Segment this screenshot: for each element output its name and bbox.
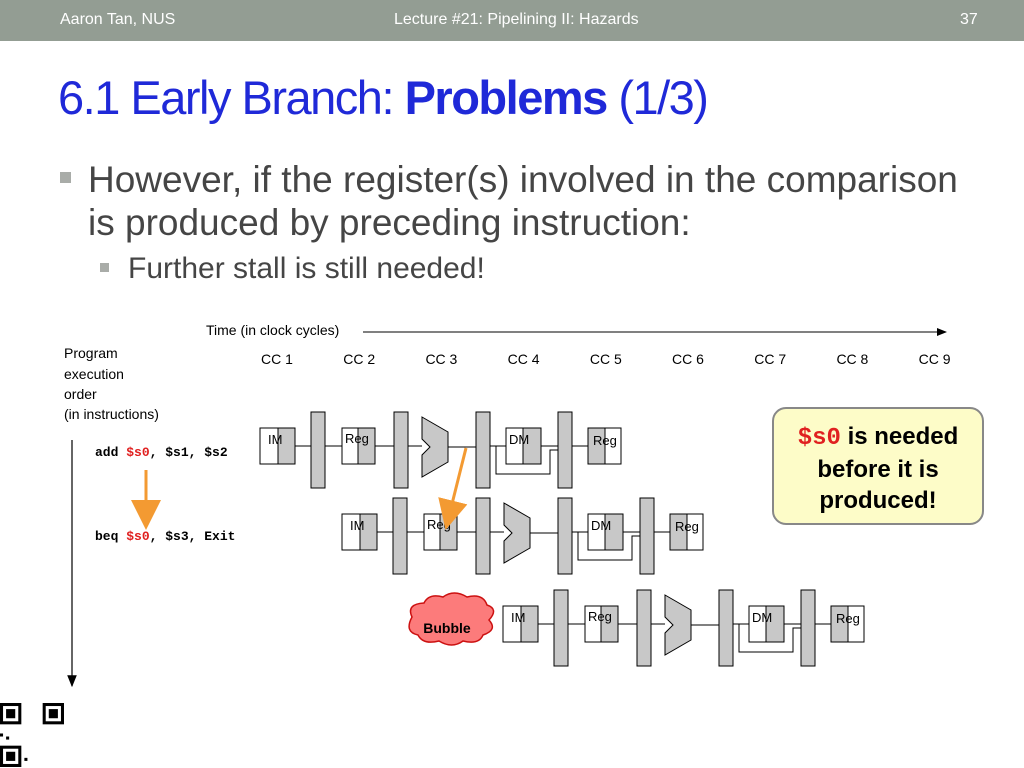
title-prefix: 6.1 Early Branch:	[58, 71, 405, 124]
title-bold: Problems	[404, 71, 609, 124]
slide-title: 6.1 Early Branch: Problems (1/3)	[58, 70, 709, 125]
qr-finder-core	[6, 709, 16, 719]
order-label-line: execution	[64, 366, 124, 382]
dm-label: DM	[752, 610, 772, 625]
callout-note: $s0 is needed before it is produced!	[772, 407, 984, 525]
order-label-line: (in instructions)	[64, 406, 159, 422]
clock-cycle-label: CC 5	[590, 351, 622, 367]
qr-finder-core	[48, 709, 58, 719]
pipeline-register	[639, 497, 655, 575]
reg-label: Reg	[345, 431, 369, 446]
pipeline-register	[557, 497, 573, 575]
reg-write-shade	[587, 427, 606, 465]
clock-cycle-label: CC 6	[672, 351, 704, 367]
pipeline-register	[392, 497, 408, 575]
bubble: Bubble	[408, 592, 495, 646]
bullet-square-icon	[100, 263, 109, 272]
clock-cycle-label: CC 9	[919, 351, 951, 367]
clock-cycle-label: CC 2	[343, 351, 375, 367]
bullet-main-text: However, if the register(s) involved in …	[88, 159, 958, 243]
reg-write-shade	[669, 513, 688, 551]
title-suffix: (1/3)	[606, 71, 709, 124]
bullet-sub-text: Further stall is still needed!	[128, 252, 485, 285]
pipeline-register	[800, 589, 816, 667]
header-page-number: 37	[960, 11, 978, 28]
reg-label: Reg	[588, 609, 612, 624]
pipeline-register	[636, 589, 652, 667]
header-author: Aaron Tan, NUS	[60, 11, 176, 28]
im-label: IM	[268, 432, 282, 447]
pipeline-register	[475, 497, 491, 575]
clock-cycle-label: CC 8	[836, 351, 868, 367]
bypass-wire	[577, 532, 640, 561]
bullet-square-icon	[60, 172, 71, 183]
alu-shape	[421, 416, 449, 478]
qr-module	[6, 736, 10, 740]
reg-label: Reg	[675, 519, 699, 534]
order-label-line: order	[64, 386, 97, 402]
clock-cycle-label: CC 1	[261, 351, 293, 367]
qr-module	[24, 757, 28, 761]
bypass-wire	[738, 624, 801, 653]
order-label: Program execution order (in instructions…	[64, 345, 159, 422]
qr-module	[0, 733, 4, 737]
alu-shape	[503, 502, 531, 564]
bubble-label: Bubble	[423, 620, 471, 636]
bullet-sub: Further stall is still needed!	[100, 252, 485, 286]
pipeline-register	[475, 411, 491, 489]
alu-shape	[664, 594, 692, 656]
note-text: is needed	[840, 423, 959, 450]
reg-label: Reg	[836, 611, 860, 626]
bubble-cloud-icon	[408, 592, 495, 646]
dm-label: DM	[591, 518, 611, 533]
pipeline-register	[310, 411, 326, 489]
qr-code-icon	[0, 703, 64, 767]
im-label: IM	[511, 610, 525, 625]
note-register: $s0	[797, 425, 841, 452]
pipeline-stage-row: IM Reg DM Reg	[502, 589, 865, 667]
qr-finder-core	[6, 751, 16, 761]
instruction-add: add $s0, $s1, $s2	[95, 445, 228, 460]
dependency-arrow-forward	[438, 447, 468, 530]
time-axis-label: Time (in clock cycles)	[206, 322, 339, 338]
reg-write-shade	[830, 605, 849, 643]
order-label-line: Program	[64, 345, 118, 361]
pipeline-register	[718, 589, 734, 667]
im-label: IM	[350, 518, 364, 533]
pipeline-register	[557, 411, 573, 489]
clock-cycle-label: CC 3	[425, 351, 457, 367]
reg-label: Reg	[593, 433, 617, 448]
clock-cycle-label: CC 7	[754, 351, 786, 367]
pipeline-register	[553, 589, 569, 667]
note-text: produced!	[819, 487, 937, 514]
bullet-main: However, if the register(s) involved in …	[57, 158, 987, 244]
pipeline-register	[393, 411, 409, 489]
dm-label: DM	[509, 432, 529, 447]
bypass-wire	[495, 446, 558, 475]
slide-header: Aaron Tan, NUS Lecture #21: Pipelining I…	[0, 0, 1024, 41]
instruction-beq: beq $s0, $s3, Exit	[95, 529, 235, 544]
note-text: before it is	[817, 456, 939, 483]
header-lecture: Lecture #21: Pipelining II: Hazards	[394, 11, 639, 28]
pipeline-stage-row: IM Reg DM Reg	[259, 411, 622, 489]
clock-cycle-labels: CC 1 CC 2 CC 3 CC 4 CC 5 CC 6 CC 7 CC 8 CC 9	[261, 351, 951, 367]
clock-cycle-label: CC 4	[508, 351, 540, 367]
